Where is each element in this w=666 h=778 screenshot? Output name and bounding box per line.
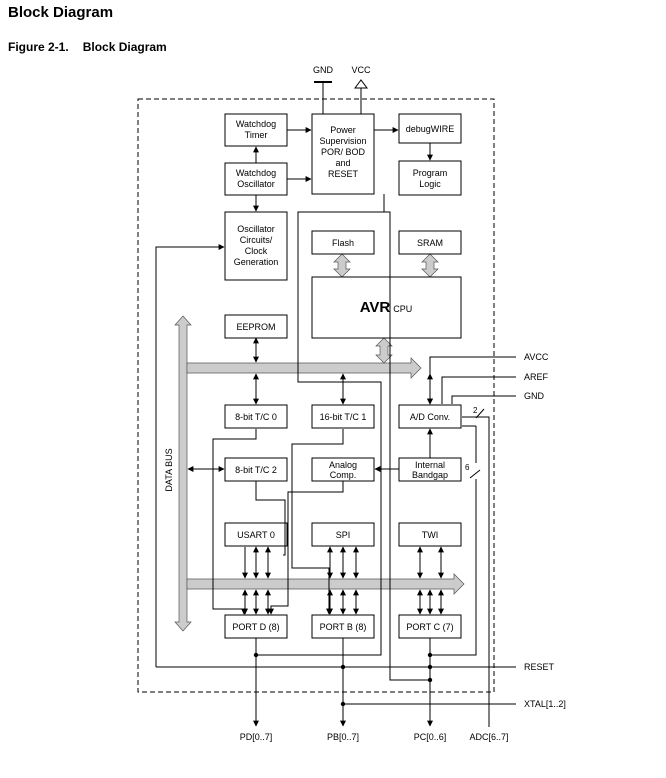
vcc-supply-pin: VCC (351, 65, 371, 114)
cpu-name: AVR (360, 299, 391, 316)
reset-label: RESET (524, 662, 555, 672)
figure-caption: Figure 2-1. Block Diagram (8, 40, 167, 54)
svg-text:EEPROM: EEPROM (236, 322, 275, 332)
sram-block: SRAM (398, 230, 462, 255)
twi-block: TWI (398, 522, 462, 547)
svg-text:Analog: Analog (329, 460, 357, 470)
tc0-block: 8-bit T/C 0 (224, 404, 288, 429)
svg-text:Watchdog: Watchdog (236, 119, 276, 129)
gnd-supply-label: GND (313, 65, 334, 75)
sram-cpu-arrow (421, 253, 439, 278)
svg-text:16-bit T/C 1: 16-bit T/C 1 (320, 412, 367, 422)
portd-block: PORT D (8) (224, 614, 288, 639)
svg-text:RESET: RESET (328, 169, 359, 179)
tc1-block: 16-bit T/C 1 (311, 404, 375, 429)
svg-text:8-bit T/C 2: 8-bit T/C 2 (235, 465, 277, 475)
tc2-block: 8-bit T/C 2 (224, 457, 288, 482)
svg-text:debugWIRE: debugWIRE (406, 124, 455, 134)
svg-text:Flash: Flash (332, 238, 354, 248)
svg-text:Bandgap: Bandgap (412, 470, 448, 480)
svg-text:Timer: Timer (245, 130, 268, 140)
portc-block: PORT C (7) (398, 614, 462, 639)
xtal-label: XTAL[1..2] (524, 699, 566, 709)
svg-text:A/D Conv.: A/D Conv. (410, 412, 450, 422)
analog-comp-block: Analog Comp. (311, 457, 375, 482)
flash-cpu-arrow (333, 253, 351, 278)
svg-text:Power: Power (330, 125, 356, 135)
gnd-supply-pin: GND (313, 65, 334, 114)
gnd-label: GND (524, 391, 545, 401)
svg-text:PORT B (8): PORT B (8) (320, 622, 367, 632)
svg-text:Circuits/: Circuits/ (240, 235, 273, 245)
svg-text:SRAM: SRAM (417, 238, 443, 248)
svg-text:Internal: Internal (415, 460, 445, 470)
spi-block: SPI (311, 522, 375, 547)
svg-text:Supervision: Supervision (319, 136, 366, 146)
data-bus-vertical (174, 315, 192, 632)
vcc-supply-label: VCC (351, 65, 371, 75)
figure-number: Figure 2-1. (8, 40, 69, 54)
oscillator-circuits-block: Oscillator Circuits/ Clock Generation (224, 211, 288, 281)
adc-label: ADC[6..7] (469, 732, 508, 742)
portb-block: PORT B (8) (311, 614, 375, 639)
internal-bandgap-block: Internal Bandgap (398, 457, 462, 482)
aref-label: AREF (524, 372, 549, 382)
svg-text:POR/ BOD: POR/ BOD (321, 147, 366, 157)
page-heading: Block Diagram (8, 4, 114, 21)
watchdog-timer-block: Watchdog Timer (224, 113, 288, 147)
svg-text:Clock: Clock (245, 246, 268, 256)
program-logic-block: Program Logic (398, 160, 462, 196)
pc-label: PC[0..6] (414, 732, 447, 742)
flash-block: Flash (311, 230, 375, 255)
svg-text:USART 0: USART 0 (237, 530, 275, 540)
connection-wires (155, 127, 516, 727)
svg-text:SPI: SPI (336, 530, 351, 540)
svg-text:Logic: Logic (419, 179, 441, 189)
bandgap-bus-width: 6 (465, 463, 470, 472)
data-bus-label: DATA BUS (164, 448, 174, 491)
avcc-label: AVCC (524, 352, 549, 362)
svg-text:Watchdog: Watchdog (236, 168, 276, 178)
svg-text:Generation: Generation (234, 257, 279, 267)
debugwire-block: debugWIRE (398, 113, 462, 144)
svg-text:Comp.: Comp. (330, 470, 357, 480)
svg-text:PORT D (8): PORT D (8) (232, 622, 279, 632)
figure-title: Block Diagram (82, 40, 167, 54)
adc-bus-width: 2 (473, 406, 478, 415)
cpu-bus-arrow (375, 337, 393, 364)
svg-text:TWI: TWI (422, 530, 439, 540)
pd-label: PD[0..7] (240, 732, 273, 742)
data-bus-upper (186, 357, 422, 379)
svg-text:Oscillator: Oscillator (237, 224, 275, 234)
eeprom-block: EEPROM (224, 314, 288, 339)
data-bus-lower (186, 573, 465, 595)
pb-label: PB[0..7] (327, 732, 359, 742)
cpu-suffix: CPU (393, 304, 412, 314)
power-supervision-block: Power Supervision POR/ BOD and RESET (311, 113, 375, 195)
svg-text:Oscillator: Oscillator (237, 179, 275, 189)
svg-text:8-bit T/C 0: 8-bit T/C 0 (235, 412, 277, 422)
svg-text:and: and (335, 158, 350, 168)
watchdog-oscillator-block: Watchdog Oscillator (224, 162, 288, 196)
svg-text:PORT C (7): PORT C (7) (406, 622, 453, 632)
usart0-block: USART 0 (224, 522, 288, 547)
adc-block: A/D Conv. (398, 404, 462, 429)
svg-text:Program: Program (413, 168, 448, 178)
